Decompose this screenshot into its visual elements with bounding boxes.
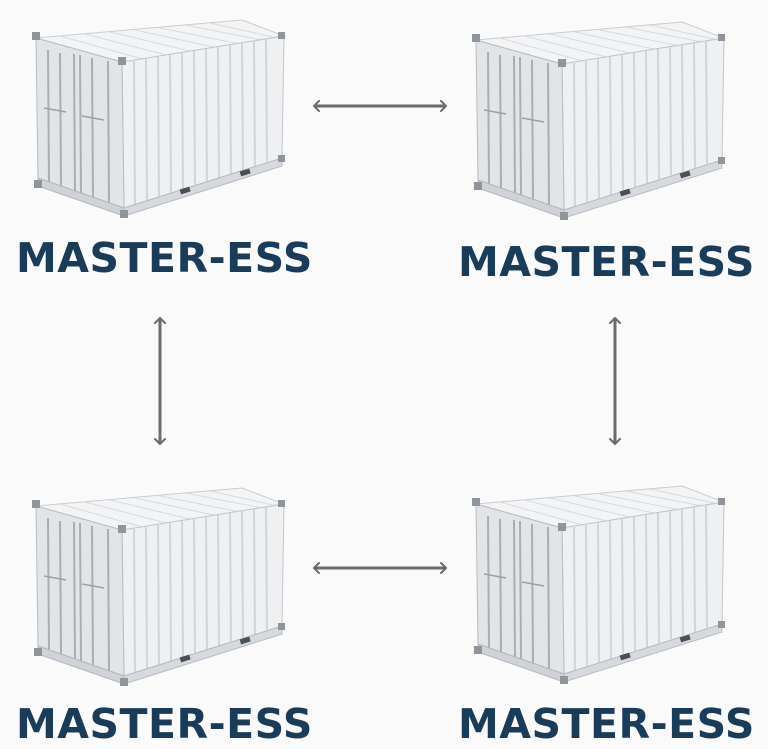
- node-master-ess-bottom-left: MASTER-ESS: [16, 478, 330, 748]
- node-master-ess-bottom-right: MASTER-ESS: [458, 476, 768, 746]
- node-label: MASTER-ESS: [458, 238, 755, 286]
- edge-arrow-top: [312, 99, 448, 113]
- node-master-ess-top-right: MASTER-ESS: [458, 12, 768, 292]
- shipping-container-icon: [470, 476, 730, 686]
- shipping-container-icon: [470, 12, 730, 222]
- node-label: MASTER-ESS: [16, 234, 313, 282]
- shipping-container-icon: [30, 10, 290, 220]
- node-label: MASTER-ESS: [458, 700, 755, 748]
- edge-arrow-bottom: [312, 561, 448, 575]
- node-master-ess-top-left: MASTER-ESS: [16, 10, 330, 290]
- edge-arrow-left: [153, 316, 167, 446]
- shipping-container-icon: [30, 478, 290, 688]
- node-label: MASTER-ESS: [16, 700, 313, 748]
- edge-arrow-right: [608, 316, 622, 446]
